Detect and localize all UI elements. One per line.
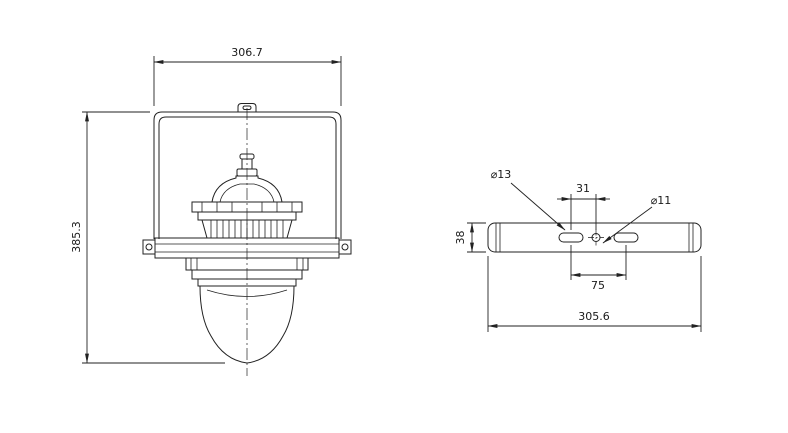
dim-slot-offset-label: 31 bbox=[576, 182, 590, 195]
bracket-hanger-slot bbox=[242, 105, 252, 110]
plate-dimensions: 38 305.6 75 31 ⌀13 bbox=[454, 168, 702, 332]
mount-slot-left bbox=[558, 232, 584, 243]
dim-slot-offset: 31 bbox=[557, 182, 610, 230]
pivot-ear-right bbox=[338, 239, 352, 255]
pivot-bolt-right bbox=[341, 243, 349, 251]
dim-plate-length-label: 305.6 bbox=[578, 310, 610, 323]
leader-hole-diameter: ⌀11 bbox=[602, 194, 672, 244]
dim-slot-diameter-label: ⌀13 bbox=[491, 168, 512, 181]
front-dimensions: 306.7 385.3 bbox=[70, 46, 342, 364]
mount-slot-right bbox=[613, 232, 639, 243]
drawing-svg: 306.7 385.3 38 bbox=[70, 46, 702, 376]
bracket-outer bbox=[153, 111, 342, 239]
leader-slot-diameter: ⌀13 bbox=[491, 168, 566, 231]
lamp-glass-dome bbox=[199, 285, 295, 364]
dim-plate-height: 38 bbox=[454, 222, 486, 253]
dim-slot-spacing-label: 75 bbox=[591, 279, 605, 292]
dim-front-height: 385.3 bbox=[70, 111, 225, 364]
dim-plate-height-label: 38 bbox=[454, 231, 467, 245]
pivot-bolt-left bbox=[145, 243, 153, 251]
lamp-flange bbox=[191, 201, 303, 221]
front-view bbox=[142, 103, 352, 376]
dim-front-height-label: 385.3 bbox=[70, 221, 83, 253]
bracket-hanger-tab bbox=[237, 103, 257, 112]
dim-front-width: 306.7 bbox=[153, 46, 342, 106]
dim-front-width-label: 306.7 bbox=[231, 46, 263, 59]
lamp-heatsink-fins bbox=[201, 219, 293, 239]
lamp-bell-cap bbox=[211, 175, 283, 203]
bracket-inner bbox=[158, 116, 337, 239]
engineering-drawing: 306.7 385.3 38 bbox=[40, 16, 788, 417]
pivot-ear-left bbox=[142, 239, 156, 255]
plate-view bbox=[487, 222, 702, 253]
plate-outline bbox=[487, 222, 702, 253]
dim-slot-spacing: 75 bbox=[570, 245, 627, 292]
dim-plate-length: 305.6 bbox=[487, 256, 702, 332]
dim-hole-diameter-label: ⌀11 bbox=[651, 194, 672, 207]
